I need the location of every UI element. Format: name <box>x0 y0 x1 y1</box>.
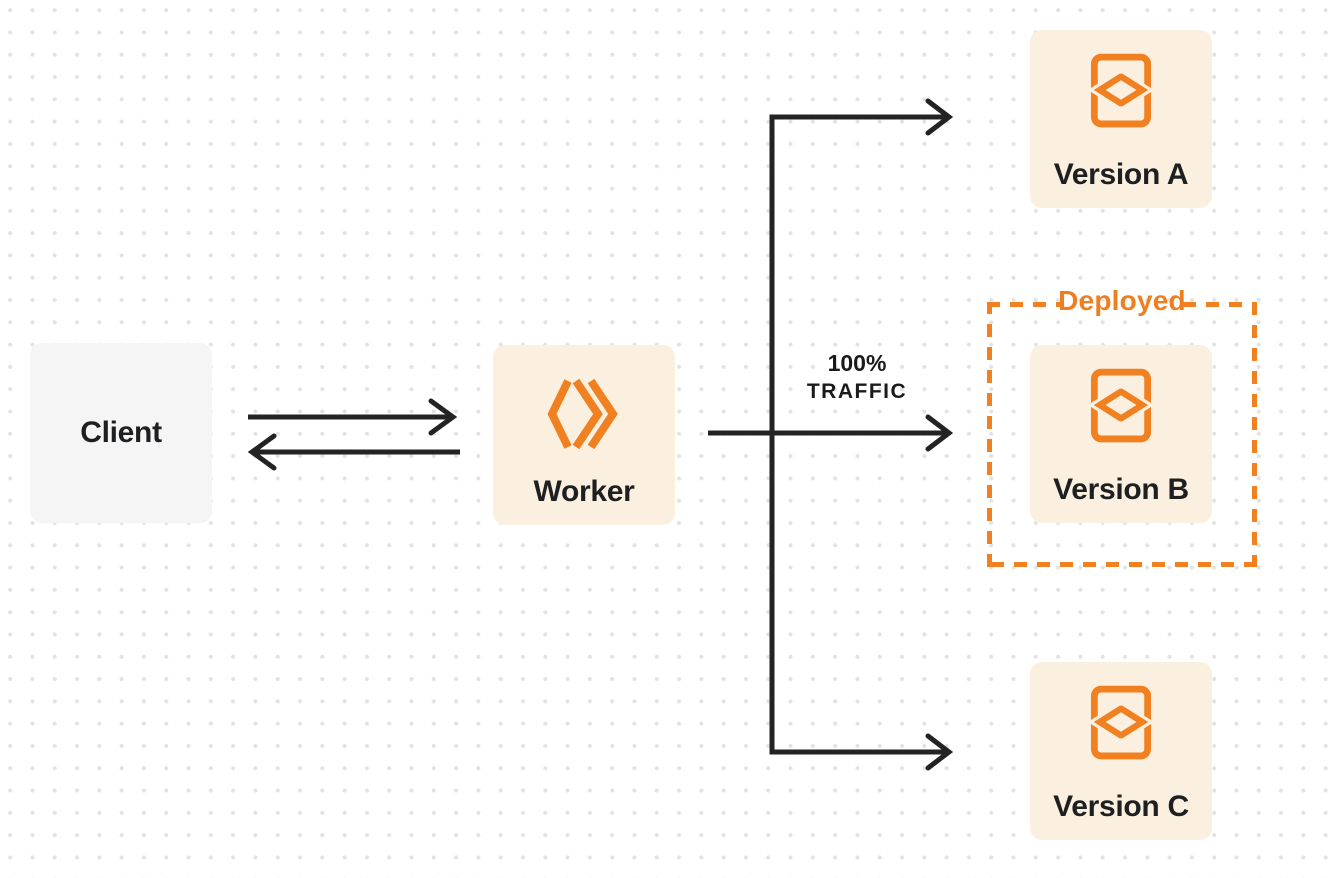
worker-label: Worker <box>533 475 635 508</box>
client-to-worker-arrowhead <box>428 398 458 436</box>
worker-icon-wrap <box>493 377 675 449</box>
version-a-arrowhead <box>925 98 954 136</box>
version-c-label: Version C <box>1053 790 1189 823</box>
client-node: Client <box>30 343 212 523</box>
traffic-word: TRAFFIC <box>806 380 908 403</box>
code-document-icon <box>1090 685 1152 760</box>
version-b-arrowhead <box>925 414 954 452</box>
deployed-dashed-border <box>987 302 1257 567</box>
version-b-icon-wrap <box>1030 367 1212 444</box>
traffic-percentage: 100% <box>827 350 887 376</box>
version-c-arrowhead <box>925 733 954 771</box>
branch-trunk-line <box>769 114 945 755</box>
code-document-icon <box>1090 368 1152 443</box>
cloudflare-workers-icon <box>547 378 618 449</box>
version-a-icon-wrap <box>1030 52 1212 129</box>
traffic-annotation: 100% TRAFFIC <box>789 349 925 407</box>
version-a-label: Version A <box>1053 158 1189 191</box>
worker-to-client-arrowhead <box>247 433 277 471</box>
deployed-region: Deployed <box>987 285 1257 567</box>
version-c-icon-wrap <box>1030 684 1212 761</box>
worker-node: Worker <box>493 345 675 525</box>
version-c-node: Version C <box>1030 662 1212 840</box>
deployed-label: Deployed <box>1058 285 1186 316</box>
version-a-node: Version A <box>1030 30 1212 208</box>
version-b-node: Version B <box>1030 345 1212 523</box>
code-document-icon <box>1090 53 1152 128</box>
version-b-label: Version B <box>1053 473 1189 506</box>
client-label: Client <box>80 416 162 449</box>
